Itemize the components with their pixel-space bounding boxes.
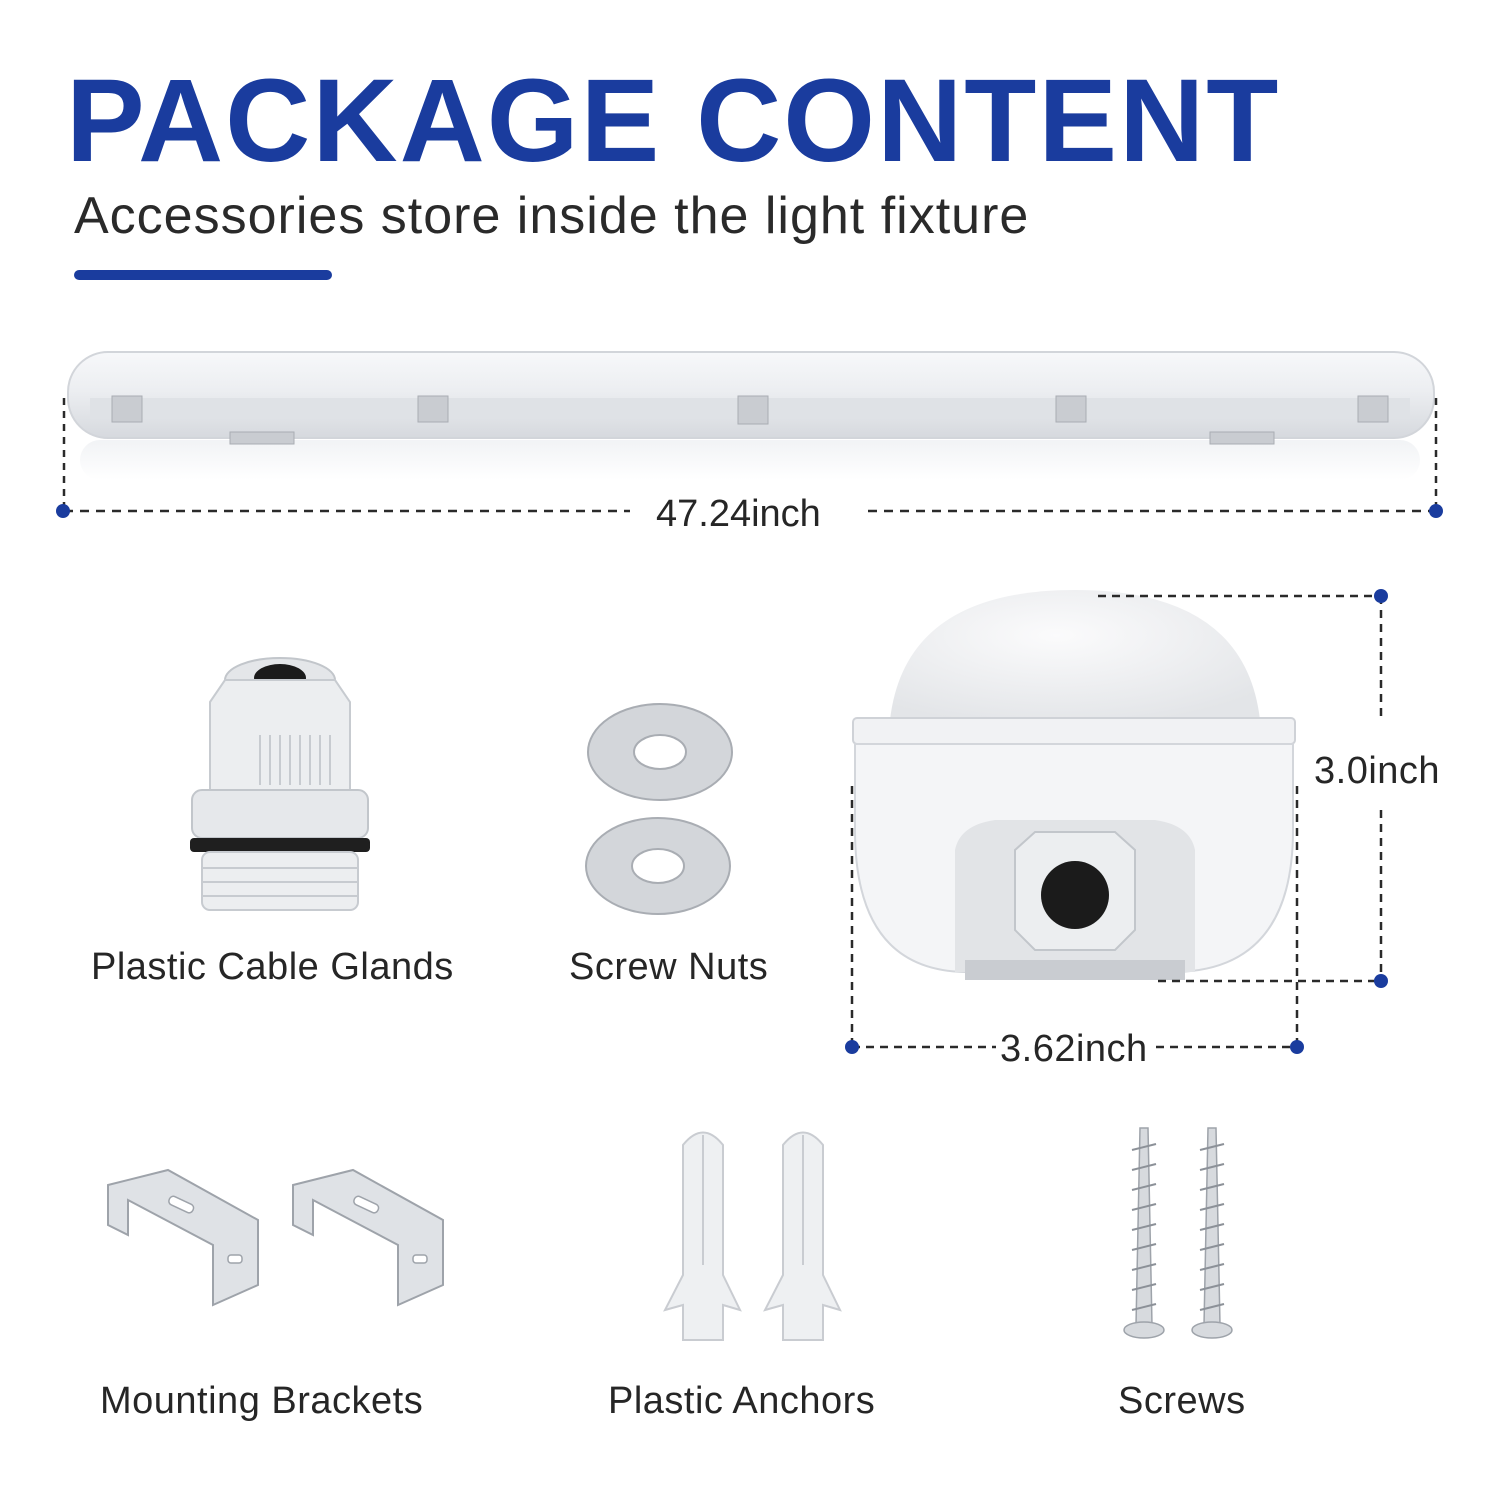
screws-image xyxy=(1123,1127,1233,1339)
page-subtitle: Accessories store inside the light fixtu… xyxy=(74,187,1030,245)
light-fixture-image xyxy=(67,351,1435,480)
height-dimension-line xyxy=(1098,589,1388,988)
title-underline xyxy=(74,270,332,280)
screws-label: Screws xyxy=(1118,1380,1246,1422)
length-dimension-line xyxy=(56,398,1443,518)
mounting-brackets-label: Mounting Brackets xyxy=(100,1380,424,1422)
screw-nuts-image xyxy=(585,703,733,915)
plastic-anchors-image xyxy=(663,1131,842,1341)
page-title: PACKAGE CONTENT xyxy=(66,55,1281,187)
width-label: 3.62inch xyxy=(1000,1028,1148,1070)
width-dimension-line xyxy=(845,786,1304,1054)
mounting-brackets-image xyxy=(107,1168,444,1307)
screw-nuts-label: Screw Nuts xyxy=(569,946,769,988)
cable-glands-label: Plastic Cable Glands xyxy=(91,946,454,988)
height-label: 3.0inch xyxy=(1314,750,1441,792)
plastic-anchors-label: Plastic Anchors xyxy=(608,1380,876,1422)
length-label: 47.24inch xyxy=(652,495,825,533)
cable-gland-image xyxy=(190,657,370,911)
fixture-end-cap-image xyxy=(852,590,1296,980)
